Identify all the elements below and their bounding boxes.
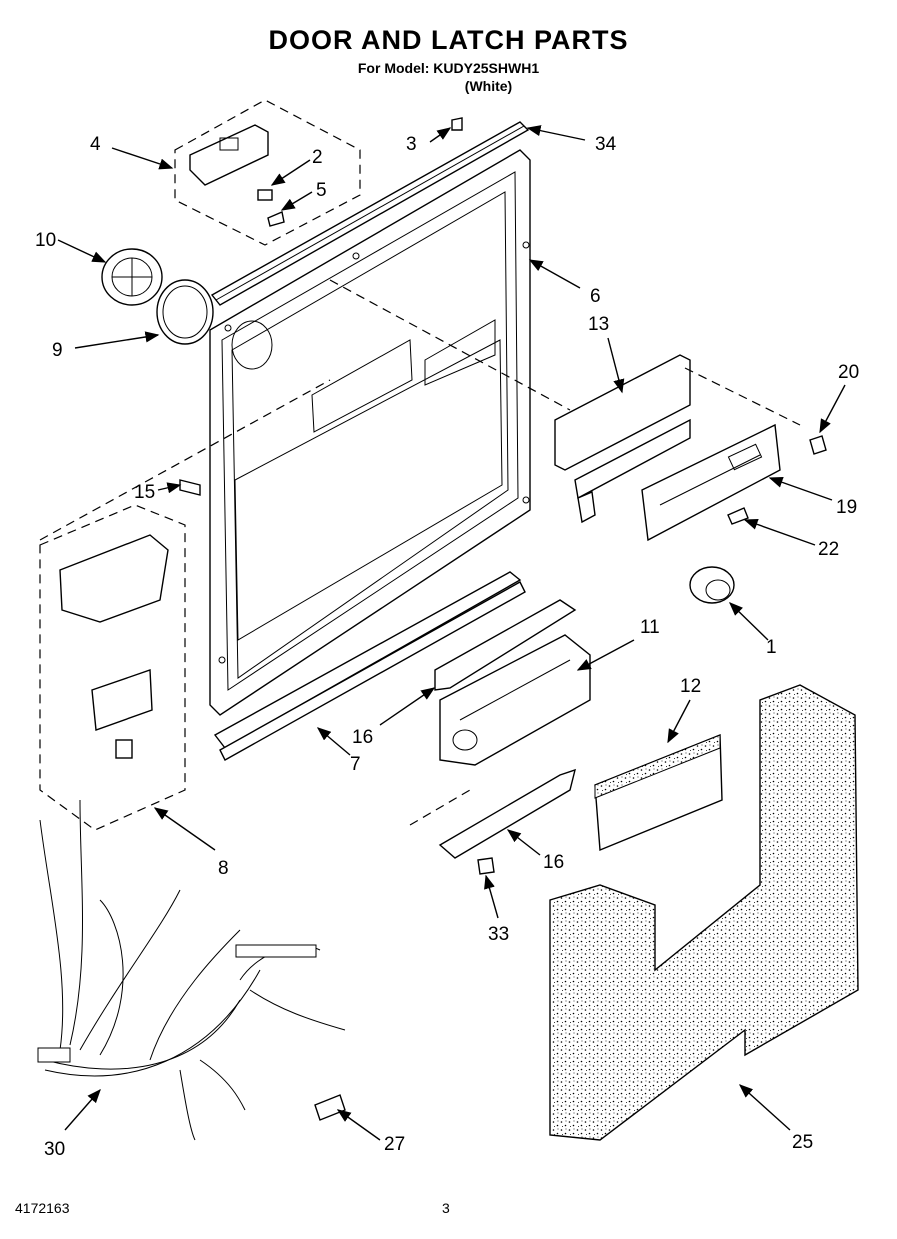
console-screw [809, 435, 827, 455]
callout-10: 10 [35, 230, 56, 251]
control-console [641, 423, 781, 542]
callout-4: 4 [90, 134, 101, 155]
control-knob [689, 566, 735, 604]
callout-15: 15 [134, 482, 155, 503]
alignment-line [409, 789, 471, 826]
callout-22: 22 [818, 539, 839, 560]
callout-25: 25 [792, 1132, 813, 1153]
vent-cover [101, 248, 163, 306]
alignment-line [329, 279, 571, 411]
console-clip [727, 507, 749, 525]
callout-11: 11 [640, 617, 660, 638]
latch-module [59, 534, 169, 759]
callout-27: 27 [384, 1134, 405, 1155]
vent-gasket [156, 279, 214, 345]
callout-3: 3 [406, 134, 417, 155]
switch-actuator [257, 189, 273, 201]
callout-16-lower: 16 [543, 852, 564, 873]
insulation-strip [594, 733, 723, 852]
latch-bracket [554, 354, 691, 524]
callout-9: 9 [52, 340, 63, 361]
diagram-title: DOOR AND LATCH PARTS [268, 25, 629, 55]
top-screw [451, 117, 463, 131]
bottom-trim [213, 571, 526, 761]
callout-19: 19 [836, 497, 857, 518]
callout-1: 1 [766, 637, 777, 658]
callout-7: 7 [350, 754, 361, 775]
callout-16-upper: 16 [352, 727, 373, 748]
callout-30: 30 [44, 1139, 65, 1160]
callout-5: 5 [316, 180, 327, 201]
callout-34: 34 [595, 134, 617, 155]
callout-8: 8 [218, 858, 229, 879]
alignment-line [684, 367, 801, 426]
callout-13: 13 [588, 314, 609, 335]
wire-harness [37, 799, 346, 1141]
callout-12: 12 [680, 676, 701, 697]
switch-group-outline [174, 99, 361, 246]
callout-2: 2 [312, 147, 323, 168]
switch-screw [267, 211, 285, 227]
wire-connector [314, 1094, 346, 1121]
door-switch [189, 124, 269, 186]
callout-33: 33 [488, 924, 509, 945]
model-line: For Model: KUDY25SHWH1 [357, 60, 540, 76]
callout-20: 20 [838, 362, 859, 383]
insulation-blanket [549, 684, 859, 1141]
handle-cover-lower [438, 768, 576, 859]
leader-lines [57, 125, 846, 1141]
latch-module-outline [39, 504, 186, 831]
callout-labels: 4 2 3 5 34 6 10 9 13 20 19 22 15 1 11 12… [35, 134, 859, 1160]
alignment-line [39, 379, 331, 541]
document-number: 4172163 [15, 1200, 70, 1216]
color-line: (White) [464, 78, 513, 94]
page-number: 3 [442, 1200, 450, 1216]
door-stop [179, 479, 201, 496]
latch-assembly [439, 634, 591, 766]
callout-6: 6 [590, 286, 601, 307]
handle-cover-upper [434, 599, 577, 691]
handle-screw [477, 857, 495, 875]
inner-door-panel [209, 149, 531, 716]
